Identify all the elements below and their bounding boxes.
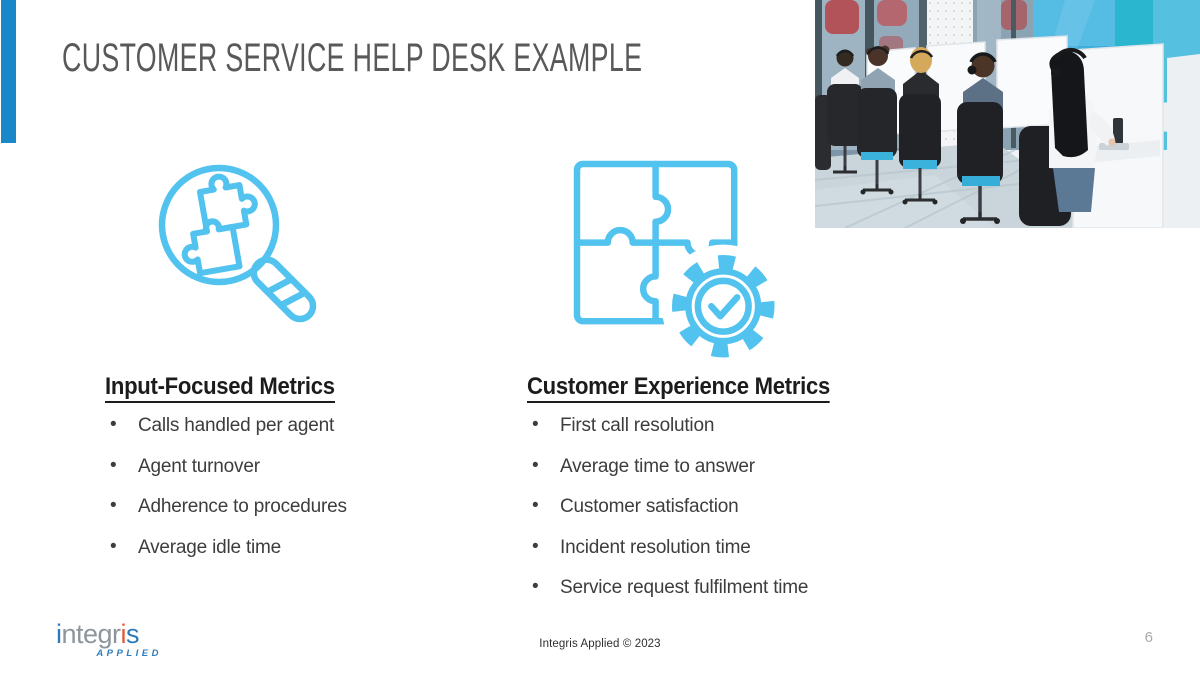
logo-tagline: APPLIED xyxy=(96,648,162,659)
column-heading: Input-Focused Metrics xyxy=(105,374,335,403)
bullet-item: Average idle time xyxy=(105,537,525,558)
logo-wordmark: integris xyxy=(56,619,140,649)
slide-title: CUSTOMER SERVICE HELP DESK EXAMPLE xyxy=(62,36,643,80)
bullet-item: Customer satisfaction xyxy=(527,496,947,517)
accent-bar xyxy=(1,0,16,143)
bullet-list: Calls handled per agent Agent turnover A… xyxy=(105,415,525,558)
footer-credit: Integris Applied © 2023 xyxy=(539,638,661,650)
bullet-list: First call resolution Average time to an… xyxy=(527,415,947,598)
call-center-photo xyxy=(815,0,1200,228)
bullet-item: Agent turnover xyxy=(105,456,525,477)
bullet-item: Average time to answer xyxy=(527,456,947,477)
column-heading: Customer Experience Metrics xyxy=(527,374,830,403)
bullet-item: Incident resolution time xyxy=(527,537,947,558)
page-number: 6 xyxy=(1144,629,1153,646)
bullet-item: Adherence to procedures xyxy=(105,496,525,517)
customer-experience-metrics-column: Customer Experience Metrics First call r… xyxy=(527,374,947,619)
bullet-item: Calls handled per agent xyxy=(105,415,525,436)
integris-applied-logo: integris APPLIED xyxy=(56,620,162,659)
input-focused-metrics-column: Input-Focused Metrics Calls handled per … xyxy=(105,374,525,578)
bullet-item: Service request fulfilment time xyxy=(527,577,947,598)
puzzle-gear-icon xyxy=(573,160,777,358)
bullet-item: First call resolution xyxy=(527,415,947,436)
magnifier-puzzle-icon xyxy=(158,164,317,323)
